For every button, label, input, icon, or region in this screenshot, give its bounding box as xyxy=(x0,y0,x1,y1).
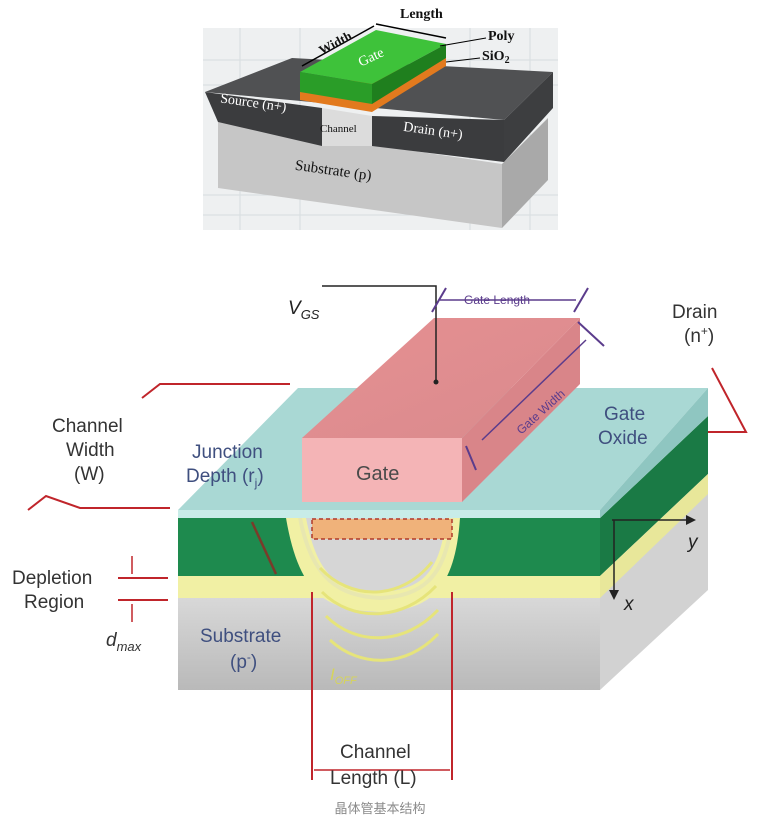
channel-width-bottom-marker xyxy=(27,494,170,511)
poly-label: Poly xyxy=(488,29,514,44)
substrate-line1: Substrate xyxy=(200,626,281,647)
top-substrate-side xyxy=(502,118,548,228)
channel-length-line1: Channel xyxy=(340,742,411,763)
vgs-lead-dot xyxy=(433,379,439,385)
x-axis-head xyxy=(609,590,619,600)
channel-well-edge xyxy=(298,517,454,601)
length-label: Length xyxy=(400,7,443,22)
channel-width-top-marker xyxy=(141,383,290,399)
junction-depth-arrow xyxy=(250,521,278,575)
channel-width-line3: (W) xyxy=(74,464,105,485)
channel-length-line2: Length (L) xyxy=(330,768,417,789)
top-diffusion-side xyxy=(504,72,553,162)
length-arrow xyxy=(375,23,447,39)
substrate-line2: (p-) xyxy=(230,650,257,673)
poly-gate-front xyxy=(300,72,372,104)
gate-length-tick-right xyxy=(573,287,589,313)
junction-line1: Junction xyxy=(192,442,263,463)
drain-block xyxy=(372,116,504,162)
y-axis-label: y xyxy=(686,532,699,553)
gate-length-label: Gate Length xyxy=(464,293,530,307)
sio2-pointer xyxy=(445,57,481,63)
y-axis-head xyxy=(686,515,696,525)
vgs-label: VGS xyxy=(288,298,320,322)
ioff-current-2 xyxy=(320,584,438,616)
substrate-front xyxy=(178,598,600,690)
thin-oxide-rect xyxy=(311,518,453,540)
channel-label: Channel xyxy=(320,123,357,135)
junction-line2: Depth (rj) xyxy=(186,466,264,490)
sio2-label: SiO2 xyxy=(482,49,510,66)
channel-recess xyxy=(322,108,372,146)
dmax-label: dmax xyxy=(106,630,142,654)
poly-pointer xyxy=(439,37,487,47)
ioff-current-1 xyxy=(318,561,434,594)
vgs-lead-wire xyxy=(322,285,437,382)
gate-width-tick xyxy=(465,445,477,471)
gate-label-bottom: Gate xyxy=(356,463,399,485)
diffusion-side xyxy=(600,416,708,576)
gate-length-tick-left xyxy=(431,287,447,313)
ioff-current-3 xyxy=(324,608,440,640)
gate-oxide-side-edge xyxy=(600,388,708,518)
top-substrate-front xyxy=(218,122,502,228)
gate-oxide-line2: Oxide xyxy=(598,428,648,449)
figure-caption: 晶体管基本结构 xyxy=(334,802,426,817)
gate-oxide-line1: Gate xyxy=(604,404,645,425)
poly-gate-top xyxy=(300,30,446,84)
depletion-side xyxy=(600,474,708,598)
poly-gate-side xyxy=(372,44,446,104)
drain-label-line2: (n+) xyxy=(684,324,714,347)
gate-length-side-line xyxy=(577,321,605,347)
gate-width-arrow xyxy=(481,339,587,441)
source-block xyxy=(205,92,322,146)
depletion-line1: Depletion xyxy=(12,568,92,589)
ioff-label: IOFF xyxy=(330,665,358,687)
gate-block-front xyxy=(302,438,462,502)
bottom-mosfet-diagram: VGS Gate Length Gate Width Drain (n+) Ch… xyxy=(12,285,748,789)
top-mosfet-diagram: Length Width Gate Poly SiO2 Source (n+) … xyxy=(203,7,558,230)
channel-width-line2: Width xyxy=(66,440,115,461)
gate-block-side xyxy=(462,318,580,502)
channel-width-line1: Channel xyxy=(52,416,123,437)
drain-pointer xyxy=(708,367,748,433)
substrate-side xyxy=(600,476,708,690)
ioff-current-4 xyxy=(328,632,440,662)
x-axis-label: x xyxy=(623,594,635,615)
width-arrow xyxy=(301,25,375,67)
gate-oxide-front-edge xyxy=(178,510,600,518)
drain-label-line1: Drain xyxy=(672,302,717,323)
depletion-line2: Region xyxy=(24,592,84,613)
gate-block-top xyxy=(302,318,580,438)
